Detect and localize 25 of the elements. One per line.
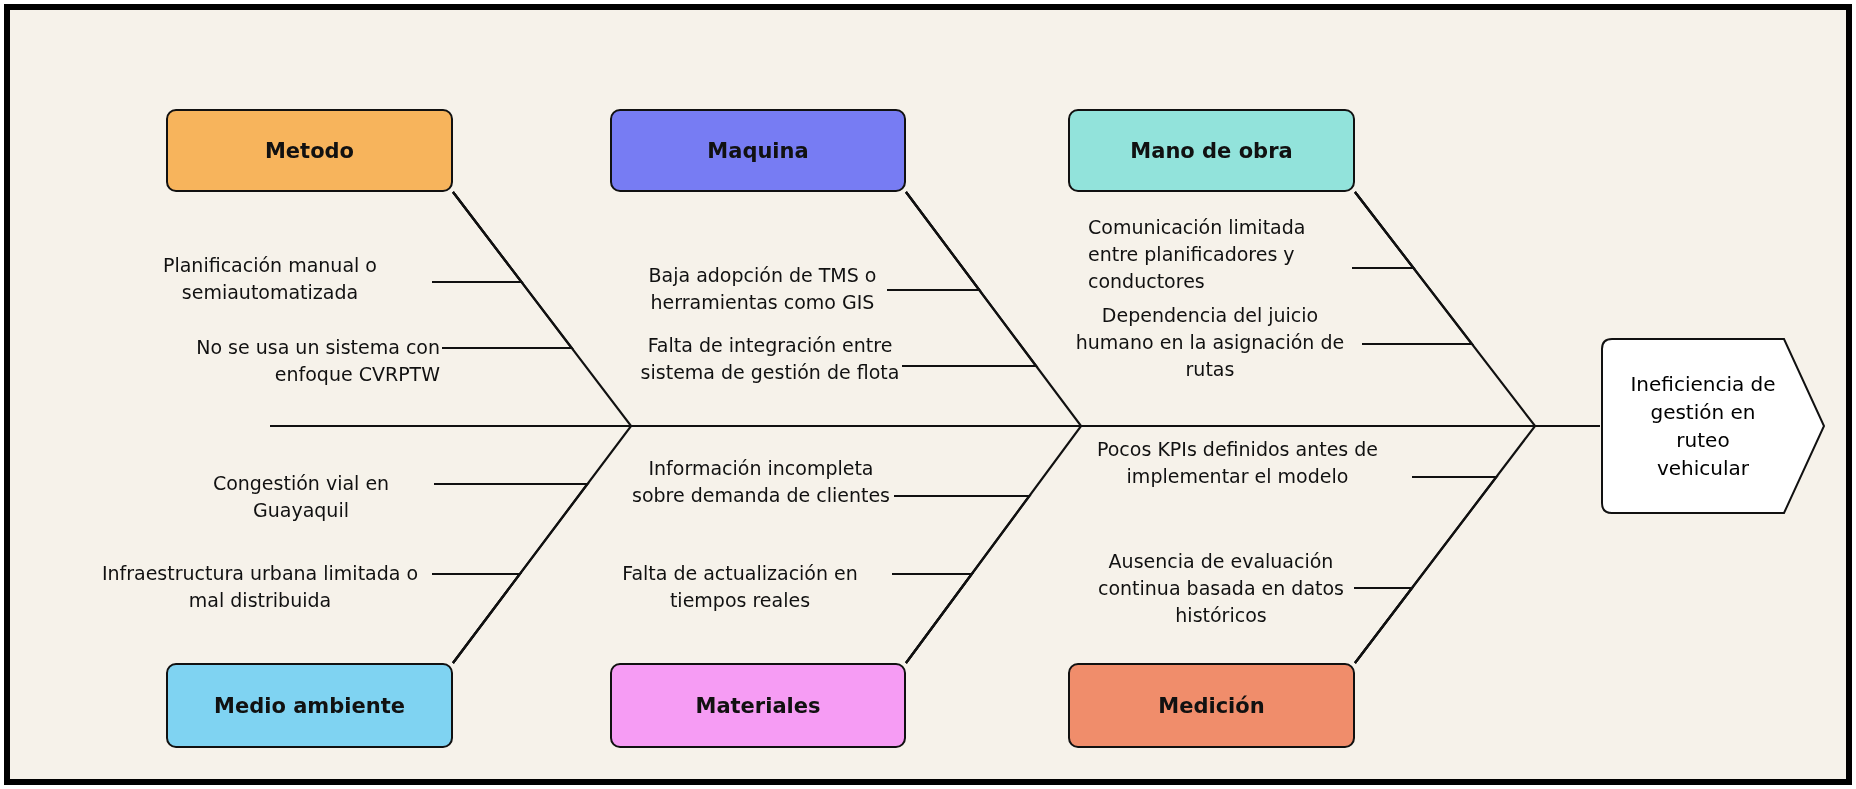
cause-text: No se usa un sistema con enfoque CVRPTW [150,334,440,388]
category-box: Maquina [610,109,906,192]
cause-line [442,191,574,350]
category-box: Medición [1068,663,1355,748]
cause-text: Falta de actualización en tiempos reales [590,560,890,614]
cause-text: Falta de integración entre sistema de gestión de flota [640,332,900,386]
cause-text: Comunicación limitada entre planificadores y conductores [1088,214,1350,295]
cause-text: Congestión vial en Guayaquil [170,470,432,524]
category-box: Metodo [166,109,453,192]
cause-text: Ausencia de evaluación continua basada en datos históricos [1090,548,1352,629]
cause-text: Infraestructura urbana limitada o mal distribuida [90,560,430,614]
cause-text: Planificación manual o semiautomatizada [110,252,430,306]
cause-text: Pocos KPIs definidos antes de implementar el modelo [1065,436,1410,490]
cause-text: Baja adopción de TMS o herramientas como GIS [640,262,885,316]
category-box: Materiales [610,663,906,748]
cause-line [892,572,974,664]
category-box: Medio ambiente [166,663,453,748]
effect-box: Ineficiencia de gestión en ruteo vehicular [1600,337,1826,515]
cause-line [432,572,522,664]
cause-line [902,191,1039,368]
category-box: Mano de obra [1068,109,1355,192]
cause-text: Información incompleta sobre demanda de clientes [630,455,892,509]
cause-line [1354,586,1415,664]
cause-text: Dependencia del juicio humano en la asignación de rutas [1060,302,1360,383]
cause-line [1354,191,1475,346]
